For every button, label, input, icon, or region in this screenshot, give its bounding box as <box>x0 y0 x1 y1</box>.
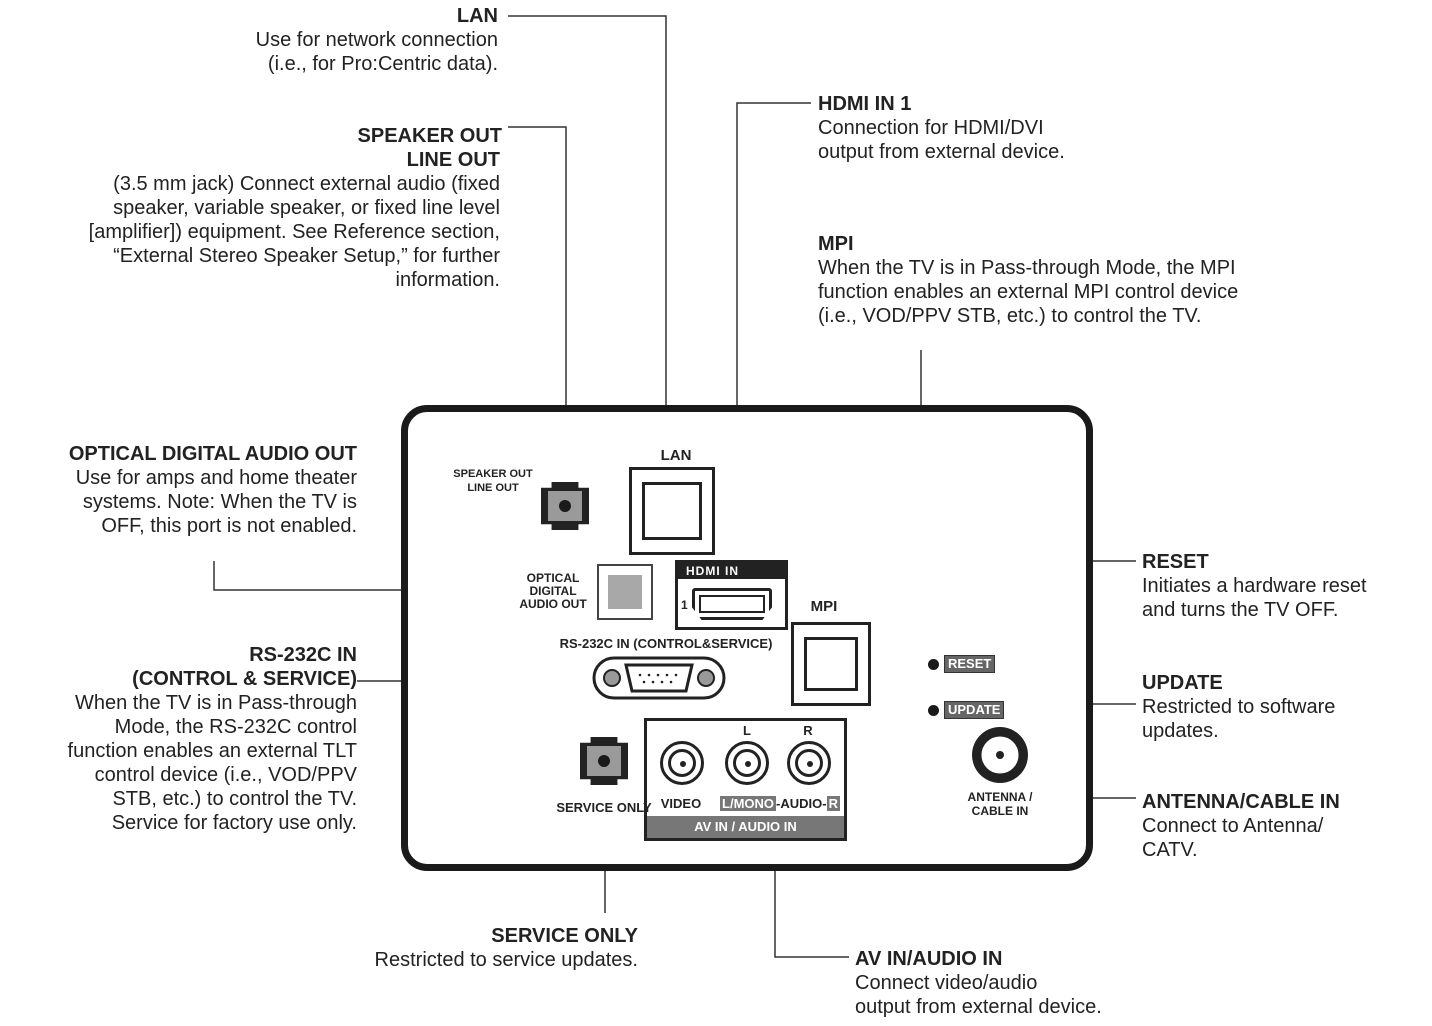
av-in-audio-in-group: L R VIDEO L/MONO-AUDIO-R AV IN / AUDIO I… <box>644 718 847 841</box>
panel-label-antenna-2: CABLE IN <box>971 804 1029 818</box>
callout-antenna: ANTENNA/CABLE IN Connect to Antenna/ CAT… <box>1142 790 1340 862</box>
callout-mpi-desc-3: (i.e., VOD/PPV STB, etc.) to control the… <box>818 305 1202 327</box>
callout-hdmi-title: HDMI IN 1 <box>818 93 912 115</box>
reset-button[interactable]: RESET <box>944 655 996 673</box>
hdmi-header: HDMI IN <box>678 563 785 579</box>
hdmi-port-number: 1 <box>681 598 688 612</box>
callout-rs232-title-2: (CONTROL & SERVICE) <box>132 668 357 690</box>
callout-reset-title: RESET <box>1142 551 1209 573</box>
callout-rs232-desc-1: When the TV is in Pass-through <box>75 692 357 714</box>
panel-label-audio: -AUDIO- <box>776 796 827 811</box>
callout-lan-title: LAN <box>456 5 498 27</box>
callout-rs232-desc-2: Mode, the RS-232C control <box>114 716 357 738</box>
callout-speaker-desc-1: (3.5 mm jack) Connect external audio (fi… <box>113 173 500 195</box>
callout-update-desc-2: updates. <box>1142 720 1219 742</box>
panel-label-r: R <box>803 723 813 738</box>
update-indicator <box>928 705 939 716</box>
callout-rs232-title-1: RS-232C IN <box>249 644 357 666</box>
audio-r-rca-jack <box>787 741 831 785</box>
mpi-port <box>791 622 871 706</box>
callout-rs232-desc-3: function enables an external TLT <box>67 740 357 762</box>
callout-speaker-desc-5: information. <box>395 269 501 291</box>
callout-rs232: RS-232C IN (CONTROL & SERVICE) When the … <box>68 643 357 835</box>
panel-label-lan: LAN <box>660 447 692 464</box>
callout-speaker-desc-2: speaker, variable speaker, or fixed line… <box>113 197 500 219</box>
connector-panel: LAN SPEAKER OUT LINE OUT OPTICAL DIGITAL… <box>401 405 1093 871</box>
callout-antenna-desc-2: CATV. <box>1142 839 1198 861</box>
panel-label-lmono: L/MONO <box>720 796 777 811</box>
callout-service-only: SERVICE ONLY Restricted to service updat… <box>375 924 638 972</box>
speaker-out-jack <box>541 482 589 530</box>
callout-speaker-out: SPEAKER OUT LINE OUT (3.5 mm jack) Conne… <box>88 124 502 292</box>
callout-speaker-title-1: SPEAKER OUT <box>357 125 502 147</box>
lan-port <box>629 467 715 555</box>
panel-label-audio-lr: L/MONO-AUDIO-R <box>715 796 845 811</box>
panel-label-video: VIDEO <box>660 796 702 811</box>
callout-optical: OPTICAL DIGITAL AUDIO OUT Use for amps a… <box>69 442 357 538</box>
callout-lan-desc-2: (i.e., for Pro:Centric data). <box>267 53 498 75</box>
callout-mpi: MPI When the TV is in Pass-through Mode,… <box>818 232 1238 328</box>
callout-avin-desc-2: output from external device. <box>855 996 1102 1018</box>
callout-speaker-title-2: LINE OUT <box>406 149 500 171</box>
callout-update-desc-1: Restricted to software <box>1142 696 1336 718</box>
callout-rs232-desc-5: STB, etc.) to control the TV. <box>112 788 357 810</box>
callout-avin-desc-1: Connect video/audio <box>855 972 1038 994</box>
panel-label-service-only: SERVICE ONLY <box>556 800 652 815</box>
callout-antenna-title: ANTENNA/CABLE IN <box>1142 791 1340 813</box>
hdmi-socket <box>692 588 772 620</box>
callout-mpi-title: MPI <box>818 233 854 255</box>
panel-label-optical-2: DIGITAL <box>529 584 577 598</box>
callout-update: UPDATE Restricted to software updates. <box>1142 671 1335 743</box>
mpi-port-socket <box>804 637 858 691</box>
reset-indicator <box>928 659 939 670</box>
callout-hdmi-desc-1: Connection for HDMI/DVI <box>818 117 1044 139</box>
callout-hdmi-desc-2: output from external device. <box>818 141 1065 163</box>
update-button[interactable]: UPDATE <box>944 701 1005 719</box>
panel-label-line-out: LINE OUT <box>467 482 519 494</box>
callout-lan-desc-1: Use for network connection <box>255 29 498 51</box>
panel-label-rs232: RS-232C IN (CONTROL&SERVICE) <box>559 636 773 651</box>
panel-label-mpi: MPI <box>810 598 838 615</box>
callout-rs232-desc-4: control device (i.e., VOD/PPV <box>94 764 357 786</box>
callout-service-title: SERVICE ONLY <box>491 925 638 947</box>
callout-hdmi: HDMI IN 1 Connection for HDMI/DVI output… <box>818 92 1065 164</box>
callout-lan: LAN Use for network connection (i.e., fo… <box>256 4 498 76</box>
panel-label-r-box: R <box>826 796 840 811</box>
hdmi-port: HDMI IN 1 <box>675 560 788 630</box>
callout-service-desc-1: Restricted to service updates. <box>374 949 638 971</box>
callout-avin-title: AV IN/AUDIO IN <box>855 948 1003 970</box>
panel-label-optical-3: AUDIO OUT <box>519 597 587 611</box>
panel-label-optical-1: OPTICAL <box>526 571 580 585</box>
panel-label-l: L <box>743 723 751 738</box>
video-rca-jack <box>660 741 704 785</box>
callout-optical-desc-3: OFF, this port is not enabled. <box>101 515 357 537</box>
optical-audio-port <box>597 564 653 620</box>
callout-speaker-desc-3: [amplifier]) equipment. See Reference se… <box>88 221 500 243</box>
rs232-port <box>592 656 726 700</box>
panel-label-speaker-out: SPEAKER OUT <box>453 468 533 480</box>
callout-antenna-desc-1: Connect to Antenna/ <box>1142 815 1324 837</box>
callout-update-title: UPDATE <box>1142 672 1223 694</box>
callout-reset: RESET Initiates a hardware reset and tur… <box>1142 550 1367 622</box>
service-only-jack <box>580 737 628 785</box>
callout-speaker-desc-4: “External Stereo Speaker Setup,” for fur… <box>113 245 500 267</box>
callout-optical-title: OPTICAL DIGITAL AUDIO OUT <box>68 443 357 465</box>
callout-rs232-desc-6: Service for factory use only. <box>111 812 357 834</box>
callout-mpi-desc-2: function enables an external MPI control… <box>818 281 1239 303</box>
lan-port-socket <box>642 482 702 540</box>
av-in-audio-in-label: AV IN / AUDIO IN <box>647 816 844 838</box>
leader-lan <box>508 15 667 464</box>
callout-mpi-desc-1: When the TV is in Pass-through Mode, the… <box>818 257 1236 279</box>
callout-reset-desc-2: and turns the TV OFF. <box>1142 599 1339 621</box>
callout-optical-desc-1: Use for amps and home theater <box>75 467 357 489</box>
callout-reset-desc-1: Initiates a hardware reset <box>1142 575 1367 597</box>
audio-l-rca-jack <box>725 741 769 785</box>
panel-label-antenna-1: ANTENNA / <box>967 790 1033 804</box>
callout-av-in: AV IN/AUDIO IN Connect video/audio outpu… <box>855 947 1102 1019</box>
callout-optical-desc-2: systems. Note: When the TV is <box>82 491 357 513</box>
antenna-cable-in-port <box>972 727 1028 783</box>
